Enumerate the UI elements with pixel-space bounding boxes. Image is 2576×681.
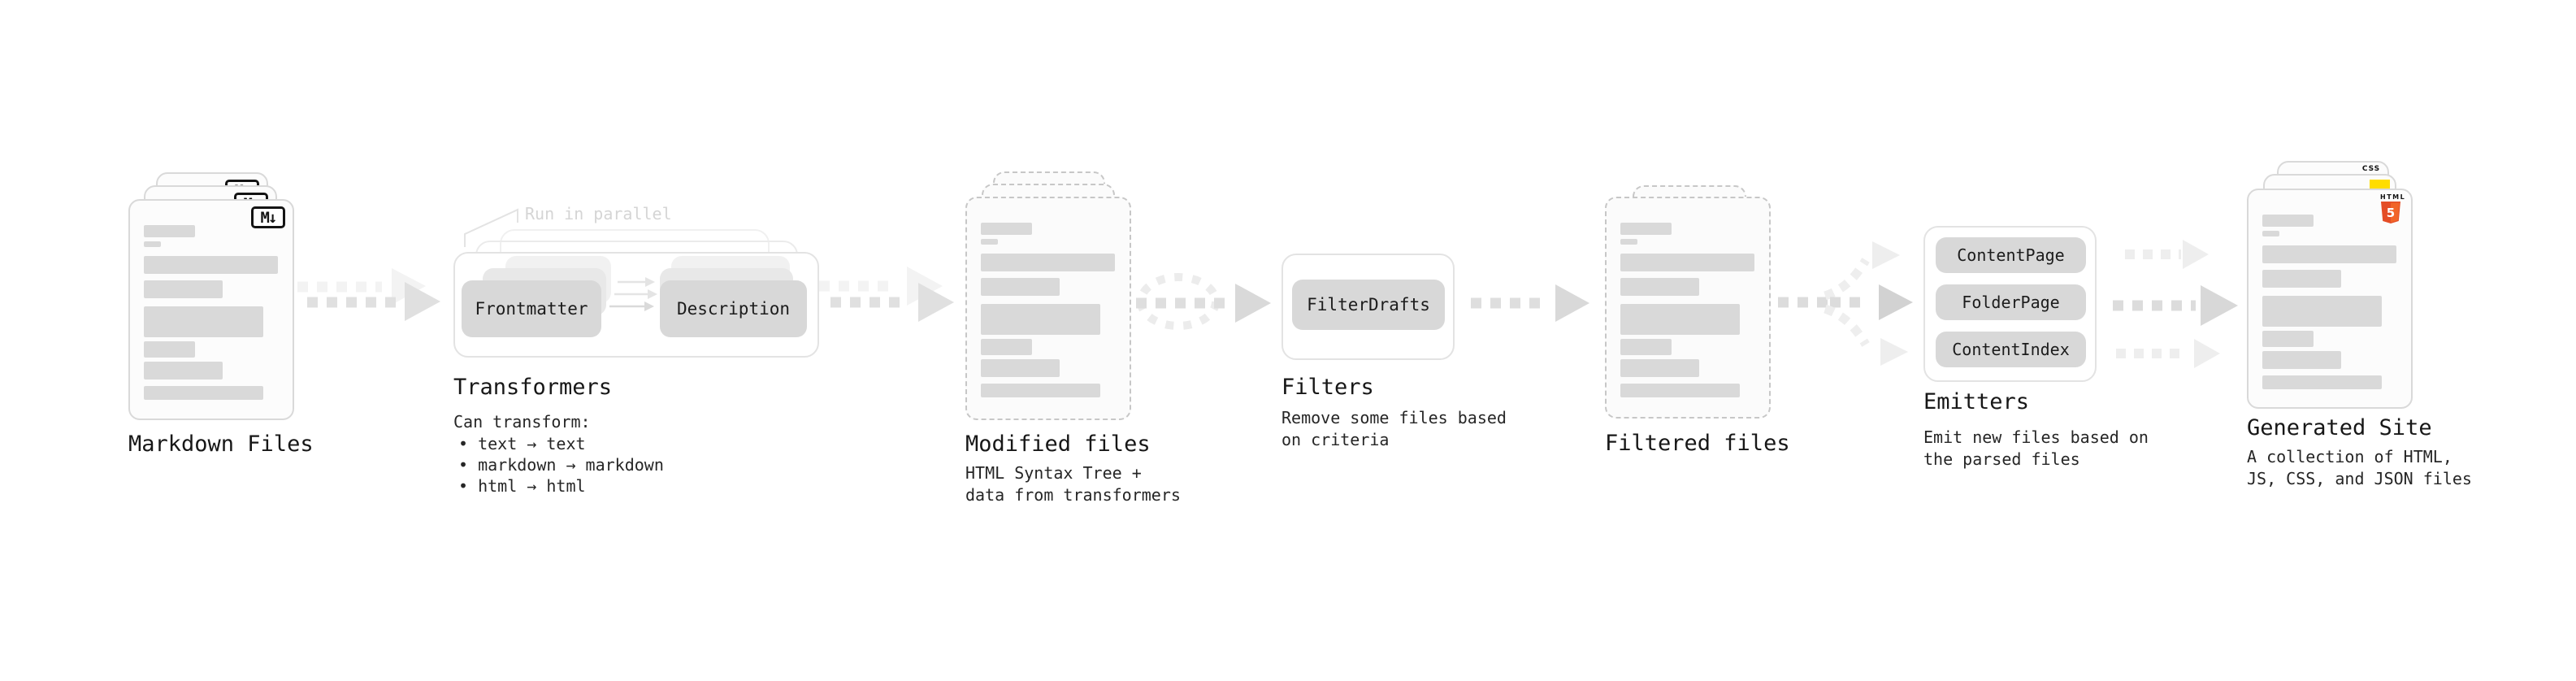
arrows-emitters-to-generated	[2113, 240, 2238, 368]
content-line-placeholder	[1620, 339, 1672, 355]
content-line-placeholder	[2262, 296, 2382, 327]
file-card: M↓	[128, 199, 294, 420]
arrow-filters-to-filtered	[1471, 284, 1589, 322]
emitters-desc: Emit new files based on the parsed files	[1923, 427, 2149, 469]
content-line-placeholder	[981, 304, 1100, 335]
emitter-node-contentpage: ContentPage	[1936, 237, 2086, 273]
modified-files-title: Modified files	[965, 432, 1151, 457]
file-card	[965, 197, 1131, 420]
html5-shield-icon: 5	[2381, 202, 2400, 223]
filters-title: Filters	[1281, 375, 1374, 400]
content-line-placeholder	[144, 341, 195, 358]
generated-site-stack: CSS HTML 5	[2247, 161, 2442, 413]
content-line-placeholder	[2262, 270, 2341, 288]
modified-files-desc: HTML Syntax Tree + data from transformer…	[965, 463, 1181, 505]
emitter-node-folderpage: FolderPage	[1936, 284, 2086, 320]
content-line-placeholder	[981, 339, 1032, 355]
content-line-placeholder	[2262, 215, 2314, 227]
css-icon-label: CSS	[2361, 165, 2381, 173]
file-card	[1605, 197, 1771, 419]
content-line-placeholder	[1620, 254, 1754, 271]
content-line-placeholder	[1620, 304, 1740, 335]
content-line-placeholder	[981, 223, 1032, 235]
content-line-placeholder	[2262, 245, 2396, 263]
arrow-transformers-to-modified	[819, 267, 954, 322]
transformers-title: Transformers	[453, 375, 613, 400]
content-line-placeholder	[2262, 351, 2341, 369]
content-line-placeholder	[2262, 331, 2314, 347]
content-line-placeholder	[144, 362, 223, 380]
file-card-html: HTML 5	[2247, 189, 2413, 409]
content-line-placeholder	[1620, 359, 1699, 377]
filtered-files-stack	[1605, 185, 1800, 429]
content-line-placeholder	[144, 306, 263, 337]
content-line-placeholder	[1620, 384, 1740, 397]
bullet-item: • html → html	[458, 476, 586, 496]
filtered-files-title: Filtered files	[1605, 431, 1790, 456]
emitters-title: Emitters	[1923, 389, 2030, 414]
markdown-icon: M↓	[251, 206, 285, 228]
content-line-placeholder	[981, 278, 1060, 296]
transformers-desc-heading: Can transform:	[453, 412, 591, 432]
content-line-placeholder	[1620, 278, 1699, 296]
modified-files-stack	[965, 171, 1160, 423]
js-icon	[2370, 180, 2390, 189]
content-line-placeholder	[144, 256, 278, 274]
html5-icon-label: HTML	[2380, 193, 2406, 201]
markdown-files-stack: M↓ M↓ M↓	[128, 172, 323, 424]
transformer-node-frontmatter: Frontmatter	[462, 280, 601, 337]
content-line-placeholder	[2262, 375, 2382, 389]
content-line-placeholder	[981, 254, 1115, 271]
content-line-placeholder	[144, 386, 263, 400]
run-in-parallel-note: Run in parallel	[525, 204, 672, 223]
svg-text:5: 5	[2387, 206, 2395, 220]
filter-node-filterdrafts: FilterDrafts	[1292, 280, 1445, 330]
transformers-bullet-list: • text → text • markdown → markdown • ht…	[458, 433, 664, 497]
content-line-placeholder	[144, 225, 195, 237]
content-line-placeholder	[1620, 239, 1637, 245]
content-line-placeholder	[981, 359, 1060, 377]
markdown-files-title: Markdown Files	[128, 432, 314, 457]
content-line-placeholder	[144, 280, 223, 298]
content-line-placeholder	[981, 384, 1100, 397]
content-line-placeholder	[2262, 231, 2279, 236]
transformer-node-description: Description	[660, 280, 807, 337]
emitter-node-contentindex: ContentIndex	[1936, 332, 2086, 367]
content-line-placeholder	[981, 239, 998, 245]
filters-desc: Remove some files based on criteria	[1281, 408, 1507, 449]
content-line-placeholder	[1620, 223, 1672, 235]
bullet-item: • markdown → markdown	[458, 455, 664, 475]
generated-site-desc: A collection of HTML, JS, CSS, and JSON …	[2247, 447, 2472, 488]
content-line-placeholder	[144, 241, 161, 247]
html5-icon: HTML 5	[2380, 193, 2406, 228]
bullet-item: • text → text	[458, 434, 586, 453]
generated-site-title: Generated Site	[2247, 415, 2432, 440]
